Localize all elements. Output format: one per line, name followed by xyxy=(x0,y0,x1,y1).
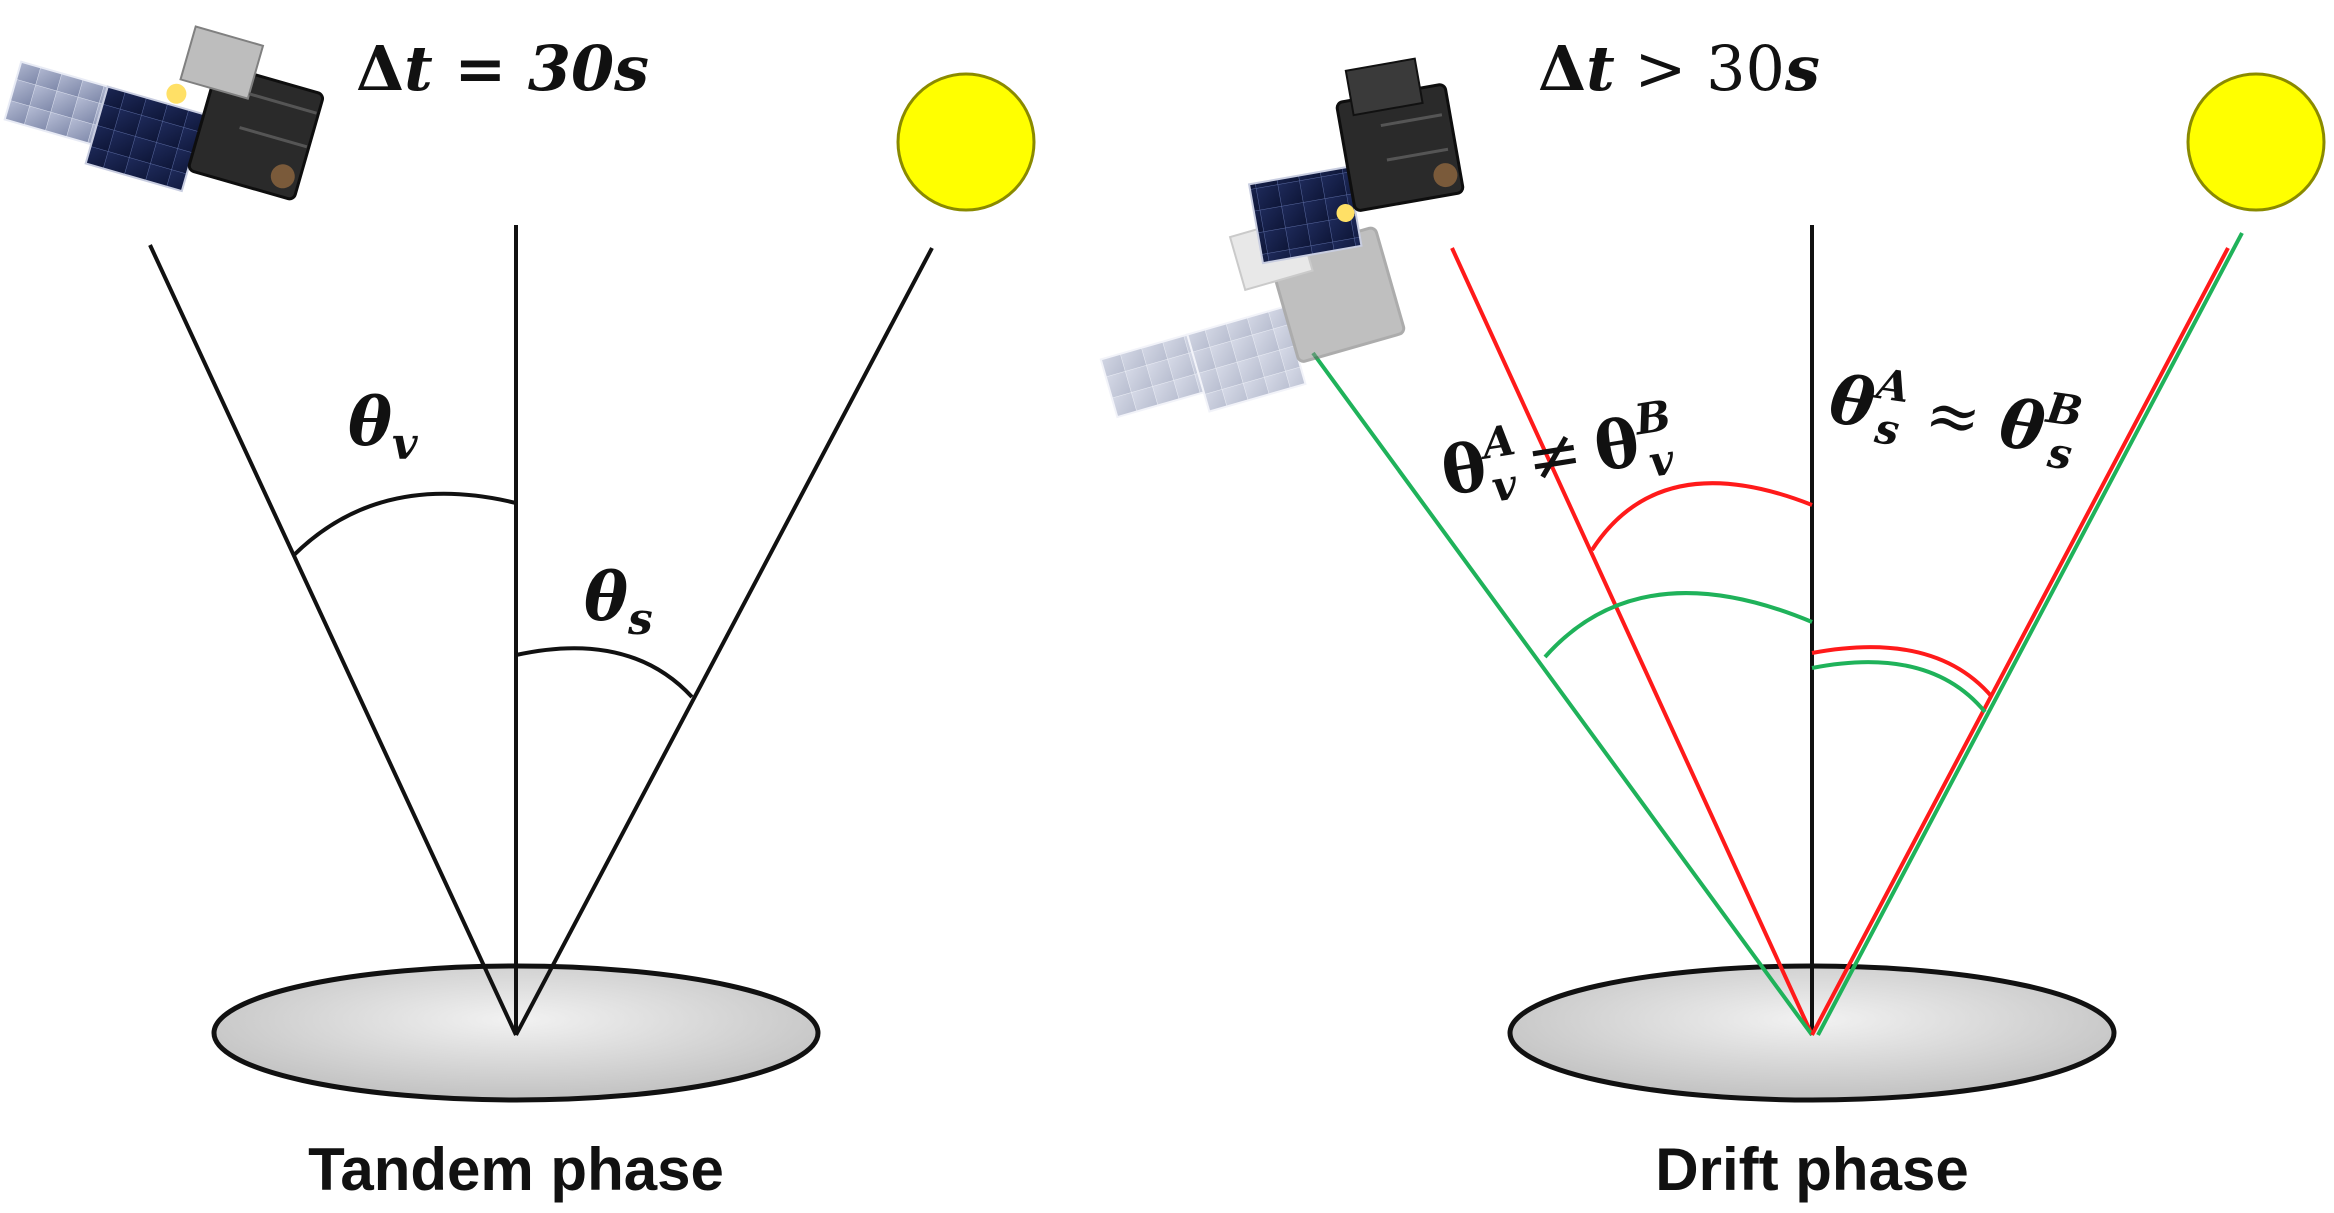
drift-panel: Δt > 30s θAv≠θBv θAs≈θBs Drift phase xyxy=(1099,32,2326,1203)
tandem-panel: Δt = 30s θv θs Tandem phase xyxy=(3,25,1036,1203)
svg-text:θAs≈θBs: θAs≈θBs xyxy=(1824,353,2086,480)
view-angle-arc-a-red xyxy=(1590,481,1813,552)
view-ray-a-red xyxy=(1450,247,1814,1036)
view-sub-b: v xyxy=(1646,434,1678,486)
sun-angle-label-tandem: θs xyxy=(584,558,653,645)
sun-sub-a: s xyxy=(1871,403,1902,455)
drift-phase-caption: Drift phase xyxy=(1655,1136,1968,1203)
view-angle-arc-b-green xyxy=(1543,591,1813,659)
view-sub-a: v xyxy=(1488,459,1520,511)
sun-theta-a: θ xyxy=(1825,360,1879,443)
sun-ray-tandem xyxy=(514,247,934,1036)
sun-angle-arc-a-red xyxy=(1811,645,1994,699)
view-sup-b: B xyxy=(1630,390,1674,444)
svg-text:θAv≠θBv: θAv≠θBv xyxy=(1435,390,1681,518)
view-ray-b-green xyxy=(1311,351,1814,1037)
view-operator: ≠ xyxy=(1521,413,1588,498)
view-ray-tandem xyxy=(148,244,518,1036)
sun-angle-arc-tandem xyxy=(515,646,694,699)
sun-ray-b-green xyxy=(1816,232,2244,1036)
sun-sup-b: B xyxy=(2043,383,2086,437)
sun-operator: ≈ xyxy=(1920,374,1985,458)
sun-ray-a-red xyxy=(1810,247,2230,1036)
sun-icon-drift xyxy=(2186,72,2326,212)
satellite-icon-tandem xyxy=(3,25,325,201)
delta-t-label-tandem: Δt = 30s xyxy=(356,32,649,105)
sun-angle-relation: θAs≈θBs xyxy=(1824,353,2086,480)
sun-sub-b: s xyxy=(2044,428,2075,480)
view-angle-relation: θAv≠θBv xyxy=(1435,390,1681,518)
satellite-icon-drift-a xyxy=(1247,57,1465,265)
sun-icon-tandem xyxy=(896,72,1036,212)
sun-angle-arc-b-green xyxy=(1811,660,1987,714)
view-angle-arc-tandem xyxy=(292,491,517,557)
sun-theta-b: θ xyxy=(1995,384,2049,467)
delta-t-label-drift: Δt > 30s xyxy=(1538,32,1820,105)
tandem-phase-caption: Tandem phase xyxy=(308,1136,724,1203)
view-angle-label-tandem: θv xyxy=(348,383,418,470)
satellite-icon-drift-b xyxy=(1099,216,1406,419)
